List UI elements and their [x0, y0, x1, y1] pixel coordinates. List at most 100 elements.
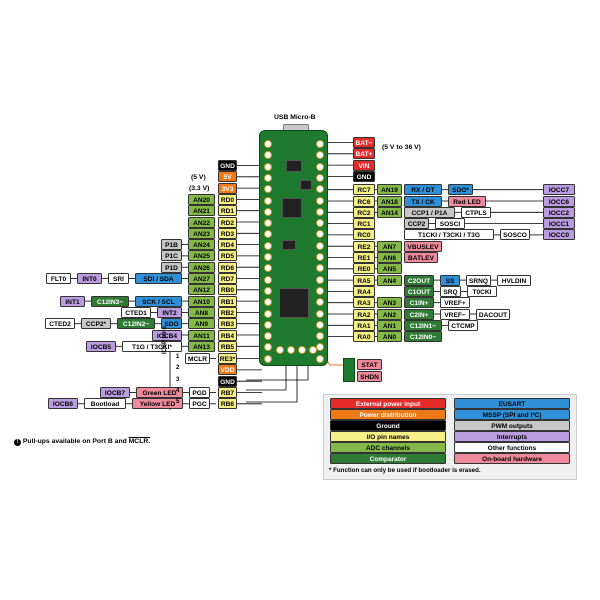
through-hole — [316, 309, 324, 318]
through-hole — [264, 185, 272, 194]
pin-label-left-rd0: RD0 — [218, 193, 237, 205]
func-label-ctpls: CTPLS — [461, 206, 491, 218]
func-label-sdo-: SDO* — [448, 184, 473, 196]
icsp-wire — [246, 357, 287, 391]
func-label-dacout: DACOUT — [476, 308, 510, 320]
pin-label-left-rb6: RB6 — [218, 398, 237, 410]
mclr-text: MCLR. — [128, 438, 151, 445]
legend-item-eusart: EUSART — [454, 398, 570, 409]
through-hole — [316, 230, 324, 239]
through-hole — [264, 151, 272, 160]
through-hole — [264, 264, 272, 273]
legend-item-on-board-hardware: On-board hardware — [454, 453, 570, 464]
func-label-sck---scl: SCK / SCL — [135, 295, 182, 307]
pin-label-right-vin: VIN — [353, 159, 375, 171]
pin-label-left-rd6: RD6 — [218, 261, 237, 273]
adc-label-an22: AN22 — [188, 216, 215, 228]
func-label-c12in3-: C12IN3− — [91, 295, 129, 307]
func-label-int2: INT2 — [157, 306, 182, 318]
through-hole — [264, 207, 272, 216]
adc-label-an2: AN2 — [377, 308, 402, 320]
through-hole — [316, 173, 324, 182]
legend-item-ground: Ground — [330, 420, 446, 431]
pin-label-left-rd1: RD1 — [218, 205, 237, 217]
legend-item-power-distribution: Power distribution — [330, 409, 446, 420]
adc-label-an27: AN27 — [188, 273, 215, 284]
func-label-c12in1-: C12IN1− — [404, 319, 442, 331]
through-hole — [287, 346, 295, 354]
func-label-pgd: PGD — [189, 387, 210, 398]
func-label-yellow-led: Yellow LED — [132, 398, 183, 410]
icsp-pin-number: 4 — [176, 387, 180, 394]
adc-label-an24: AN24 — [188, 239, 215, 251]
pin-label-right-ra4: RA4 — [353, 285, 375, 297]
func-label-pgc: PGC — [189, 398, 210, 410]
through-hole — [316, 275, 324, 284]
pin-label-left-rd2: RD2 — [218, 216, 237, 228]
pin-label-left-gnd: GND — [218, 375, 237, 387]
pin-label-right-re2: RE2 — [353, 240, 375, 252]
pin-label-right-ra1: RA1 — [353, 319, 375, 331]
through-hole — [276, 346, 284, 354]
icsp-pin-number: 1 — [176, 354, 180, 360]
func-label-mclr: MCLR — [185, 353, 210, 365]
pullup-text: Pull-ups available on Port B and — [22, 438, 127, 445]
icsp-label: ICSP pins — [162, 326, 168, 354]
func-label-iocb4: IOCB4 — [152, 329, 182, 341]
func-label-batlev: BATLEV — [404, 252, 438, 263]
pin-label-right-gnd: GND — [353, 170, 375, 182]
through-hole — [264, 253, 272, 261]
board-chip — [282, 240, 296, 250]
pin-label-left-rd3: RD3 — [218, 227, 237, 239]
func-label-ss: SS — [440, 274, 460, 286]
func-label-sdi---sda: SDI / SDA — [135, 273, 182, 284]
legend-footnote: * Function can only be used if bootloade… — [329, 467, 481, 474]
pin-label-right-re0: RE0 — [353, 263, 375, 275]
func-label-iocb6: IOCB6 — [48, 398, 78, 410]
legend-item-pwm-outputs: PWM outputs — [454, 420, 570, 431]
through-hole — [316, 320, 324, 329]
func-label-iocc1: IOCC1 — [543, 218, 575, 230]
through-hole — [316, 151, 324, 160]
through-hole — [316, 354, 324, 363]
through-hole — [264, 320, 272, 329]
pin-label-left-rb5: RB5 — [218, 340, 237, 352]
through-hole — [264, 230, 272, 239]
status-led-stat: STAT — [357, 359, 382, 370]
pin-label-right-rc7: RC7 — [353, 184, 375, 196]
through-hole — [316, 286, 324, 295]
func-label-vref-: VREF− — [440, 308, 470, 320]
through-hole — [264, 343, 272, 352]
adc-label-an13: AN13 — [188, 340, 215, 352]
func-label-iocc7: IOCC7 — [543, 184, 575, 196]
adc-label-an6: AN6 — [377, 252, 402, 263]
pin-label-left-rb3: RB3 — [218, 318, 237, 330]
pin-label-right-ra5: RA5 — [353, 274, 375, 286]
adc-label-an20: AN20 — [188, 193, 215, 205]
func-label-iocb5: IOCB5 — [86, 340, 116, 352]
info-icon: ! — [14, 439, 21, 446]
through-hole — [264, 275, 272, 284]
through-hole — [264, 332, 272, 341]
pin-label-left-gnd: GND — [218, 160, 237, 171]
legend-item-other-functions: Other functions — [454, 442, 570, 453]
pin-label-right-rc6: RC6 — [353, 195, 375, 207]
func-label-rx---dt: RX / DT — [404, 184, 442, 196]
pin-label-left-rb0: RB0 — [218, 284, 237, 296]
pin-label-left-rd4: RD4 — [218, 239, 237, 251]
func-label-ccp1---p1a: CCP1 / P1A — [404, 206, 455, 218]
func-label-t0cki: T0CKI — [467, 285, 497, 297]
adc-label-an1: AN1 — [377, 319, 402, 331]
func-label-iocc2: IOCC2 — [543, 206, 575, 218]
adc-label-an19: AN19 — [377, 184, 402, 196]
legend-item-interrupts: Interrupts — [454, 431, 570, 442]
through-hole — [309, 346, 317, 354]
adc-label-an26: AN26 — [188, 261, 215, 273]
through-hole — [264, 173, 272, 182]
pullup-note: ! Pull-ups available on Port B and MCLR. — [14, 437, 150, 447]
through-hole — [316, 219, 324, 228]
through-hole — [264, 140, 272, 148]
adc-label-an10: AN10 — [188, 295, 215, 307]
through-hole — [264, 219, 272, 228]
